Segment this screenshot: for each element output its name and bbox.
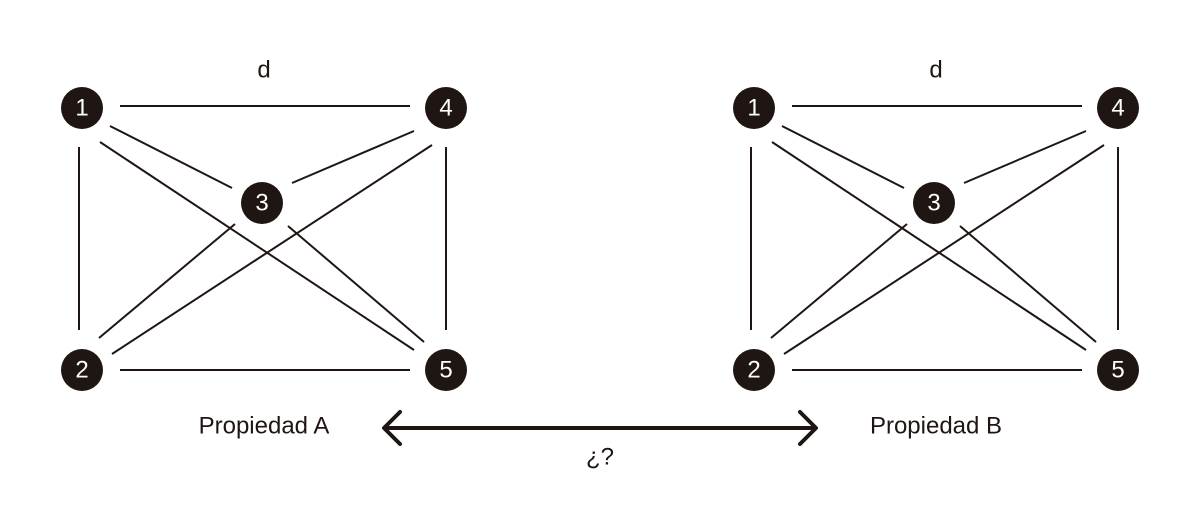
graph-b: d 1 2 3 4 5 Propiedad B [733, 57, 1139, 440]
arrow-head-left [382, 410, 402, 446]
node-label: 4 [1111, 95, 1124, 122]
node-label: 3 [255, 190, 268, 217]
node-1: 1 [733, 87, 775, 129]
node-5: 5 [425, 349, 467, 391]
property-a-label: Propiedad A [199, 413, 330, 440]
relation-question-label: ¿? [586, 444, 614, 471]
edge-1-5 [771, 141, 1087, 351]
double-arrow [382, 410, 818, 446]
node-label: 1 [75, 95, 88, 122]
node-1: 1 [61, 87, 103, 129]
node-label: 3 [927, 190, 940, 217]
graph-a: d 1 2 3 4 5 Propiedad A [61, 57, 467, 440]
edge-2-3 [98, 223, 236, 339]
node-label: 2 [75, 357, 88, 384]
edge-1-3 [781, 125, 905, 189]
edge-2-4 [783, 144, 1105, 355]
edge-3-4 [963, 130, 1087, 184]
edge-2-4 [111, 144, 433, 355]
edge-3-4 [291, 130, 415, 184]
edge-3-5 [959, 225, 1097, 343]
node-5: 5 [1097, 349, 1139, 391]
node-label: 2 [747, 357, 760, 384]
edge-label-d: d [257, 57, 270, 84]
node-label: 4 [439, 95, 452, 122]
node-4: 4 [425, 87, 467, 129]
edge-3-5 [287, 225, 425, 343]
node-label: 5 [1111, 357, 1124, 384]
edge-1-5 [99, 141, 415, 351]
node-2: 2 [733, 349, 775, 391]
edge-label-d: d [929, 57, 942, 84]
property-b-label: Propiedad B [870, 413, 1002, 440]
edge-1-3 [109, 125, 233, 189]
arrow-head-right [798, 410, 818, 446]
node-2: 2 [61, 349, 103, 391]
node-4: 4 [1097, 87, 1139, 129]
node-3: 3 [241, 182, 283, 224]
node-3: 3 [913, 182, 955, 224]
edge-2-3 [770, 223, 908, 339]
node-label: 5 [439, 357, 452, 384]
node-label: 1 [747, 95, 760, 122]
